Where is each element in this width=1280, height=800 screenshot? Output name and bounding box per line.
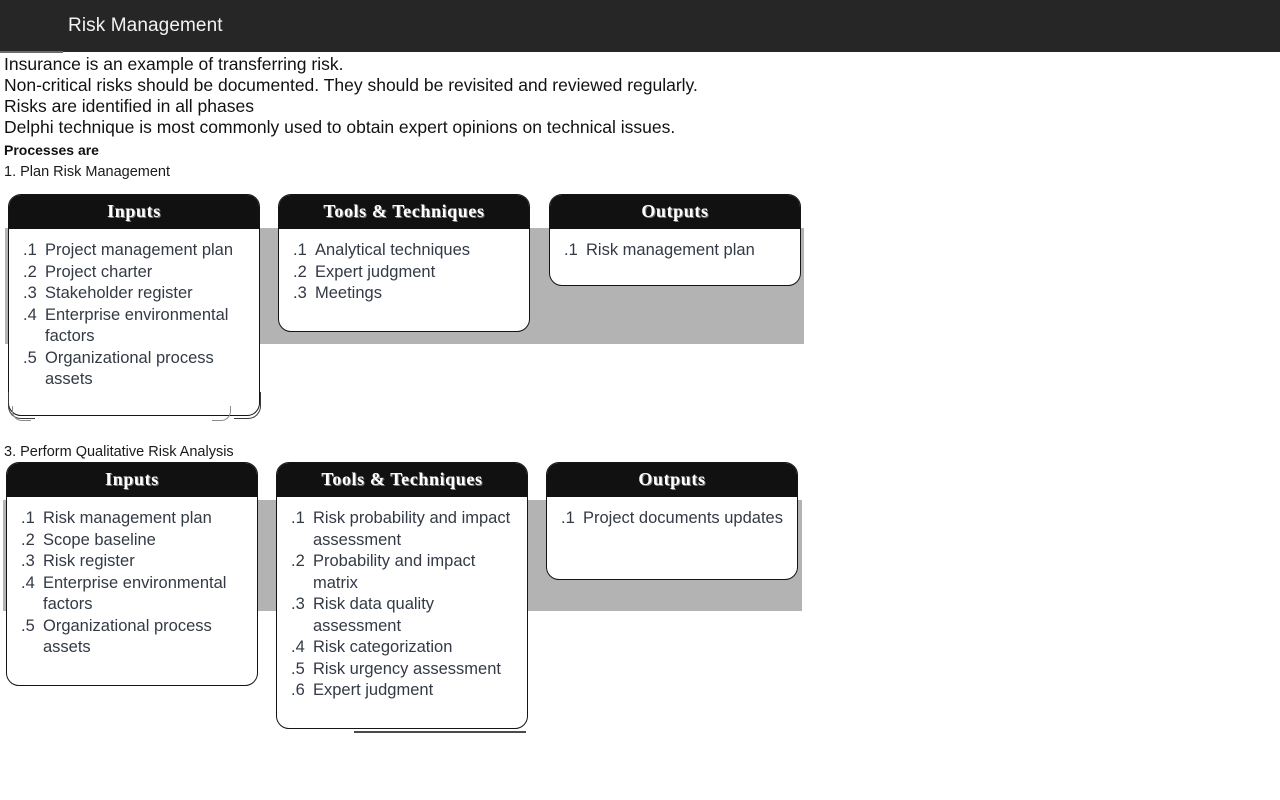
item-number: .4: [23, 305, 37, 324]
item-text: Risk management plan: [43, 509, 212, 527]
list-item: .5 Risk urgency assessment: [291, 659, 519, 681]
itto-box-heading-outputs-2: Outputs: [547, 463, 797, 497]
list-item: .1 Risk management plan: [21, 508, 249, 530]
item-text: Risk probability and impact assessment: [313, 509, 511, 549]
itto-box-outputs-2: Outputs .1 Project documents updates: [546, 462, 798, 580]
list-item: .5 Organizational process assets: [21, 616, 249, 659]
itto-box-inputs-2: Inputs .1 Risk management plan .2 Scope …: [6, 462, 258, 686]
itto-box-tools-2: Tools & Techniques .1 Risk probability a…: [276, 462, 528, 729]
list-item: .1 Analytical techniques: [293, 240, 521, 262]
process-3-label: 3. Perform Qualitative Risk Analysis: [4, 444, 234, 460]
item-text: Scope baseline: [43, 530, 156, 549]
item-text: Risk data quality assessment: [313, 595, 435, 635]
list-item: .4 Enterprise environmental factors: [23, 305, 251, 348]
page-title: Risk Management: [68, 15, 223, 36]
itto-box-items-outputs-2: .1 Project documents updates: [547, 497, 797, 542]
itto-box-items-outputs-1: .1 Risk management plan: [550, 229, 800, 274]
list-item: .1 Project management plan: [23, 240, 251, 262]
header-accent-underline: [0, 51, 63, 53]
item-number: .5: [21, 616, 35, 635]
item-text: Organizational process assets: [45, 348, 214, 389]
list-item: .3 Risk register: [21, 551, 249, 573]
item-number: .1: [291, 509, 305, 527]
item-text: Stakeholder register: [45, 284, 193, 302]
list-item: .4 Enterprise environmental factors: [21, 573, 249, 616]
item-number: .1: [561, 509, 575, 527]
itto-box-items-tools-1: .1 Analytical techniques .2 Expert judgm…: [279, 229, 529, 317]
list-item: .2 Expert judgment: [293, 262, 521, 284]
list-item: .2 Project charter: [23, 262, 251, 284]
item-number: .1: [293, 241, 307, 259]
list-item: .1 Risk probability and impact assessmen…: [291, 508, 519, 551]
note-line-3: Risks are identified in all phases: [4, 96, 254, 116]
item-number: .2: [21, 530, 35, 549]
item-text: Organizational process assets: [43, 616, 212, 657]
list-item: .6 Expert judgment: [291, 680, 519, 702]
item-number: .3: [291, 595, 305, 613]
note-line-2: Non-critical risks should be documented.…: [4, 75, 698, 95]
itto-box-items-inputs-2: .1 Risk management plan .2 Scope baselin…: [7, 497, 257, 671]
notes-text-block: Insurance is an example of transferring …: [4, 54, 1264, 181]
itto-box-heading-inputs-2: Inputs: [7, 463, 257, 497]
item-text: Risk management plan: [586, 241, 755, 259]
list-item: .1 Project documents updates: [561, 508, 789, 530]
item-text: Expert judgment: [313, 681, 434, 699]
itto-box-heading-outputs-1: Outputs: [550, 195, 800, 229]
item-text: Project charter: [45, 262, 153, 281]
item-text: Risk urgency assessment: [313, 659, 501, 678]
list-item: .3 Stakeholder register: [23, 283, 251, 305]
item-text: Analytical techniques: [315, 241, 471, 259]
item-number: .3: [21, 552, 35, 570]
item-number: .4: [21, 573, 35, 592]
item-number: .3: [293, 284, 307, 302]
item-number: .3: [23, 284, 37, 302]
process-1-label: 1. Plan Risk Management: [4, 164, 171, 180]
item-text: Project management plan: [45, 241, 234, 259]
item-number: .5: [291, 659, 305, 678]
itto-box-items-tools-2: .1 Risk probability and impact assessmen…: [277, 497, 527, 714]
app-header-bar: Risk Management: [0, 0, 1280, 52]
itto-box-outputs-1: Outputs .1 Risk management plan: [549, 194, 801, 286]
list-item: .4 Risk categorization: [291, 637, 519, 659]
item-text: Project documents updates: [583, 509, 783, 527]
list-item: .3 Risk data quality assessment: [291, 594, 519, 637]
list-item: .3 Meetings: [293, 283, 521, 305]
item-number: .5: [23, 348, 37, 367]
item-text: Expert judgment: [315, 262, 436, 281]
itto-box-heading-tools-2: Tools & Techniques: [277, 463, 527, 497]
item-number: .1: [564, 241, 578, 259]
itto-box-items-inputs-1: .1 Project management plan .2 Project ch…: [9, 229, 259, 403]
item-text: Risk categorization: [313, 638, 453, 656]
note-line-1: Insurance is an example of transferring …: [4, 54, 344, 74]
item-number: .4: [291, 638, 305, 656]
itto-box-tools-1: Tools & Techniques .1 Analytical techniq…: [278, 194, 530, 332]
list-item: .5 Organizational process assets: [23, 348, 251, 391]
item-text: Meetings: [315, 284, 382, 302]
item-number: .2: [23, 262, 37, 281]
item-text: Probability and impact matrix: [313, 552, 476, 592]
item-number: .6: [291, 681, 305, 699]
item-number: .2: [291, 552, 305, 570]
processes-heading: Processes are: [4, 142, 99, 158]
itto-box-heading-inputs-1: Inputs: [9, 195, 259, 229]
itto-box-inputs-1: Inputs .1 Project management plan .2 Pro…: [8, 194, 260, 416]
item-number: .1: [21, 509, 35, 527]
item-number: .1: [23, 241, 37, 259]
item-text: Enterprise environmental factors: [45, 305, 229, 346]
item-text: Risk register: [43, 552, 135, 570]
item-number: .2: [293, 262, 307, 281]
note-line-4: Delphi technique is most commonly used t…: [4, 117, 676, 137]
list-item: .2 Scope baseline: [21, 530, 249, 552]
itto-box-tools-2-shadow: [354, 731, 526, 733]
itto-box-heading-tools-1: Tools & Techniques: [279, 195, 529, 229]
list-item: .2 Probability and impact matrix: [291, 551, 519, 594]
item-text: Enterprise environmental factors: [43, 573, 227, 614]
list-item: .1 Risk management plan: [564, 240, 792, 262]
